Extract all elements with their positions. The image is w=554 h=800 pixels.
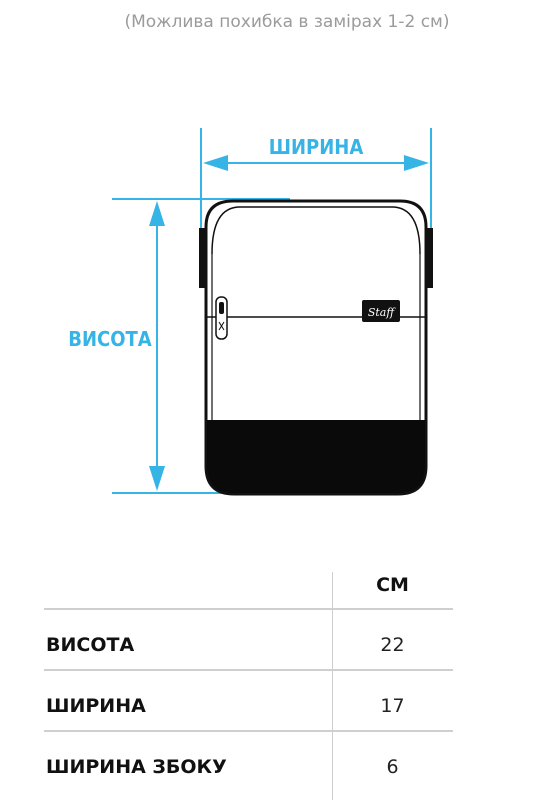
height-arrow-bottom [149,466,165,491]
row-label: ШИРИНА [46,695,146,717]
zipper-pull-icon [215,296,228,340]
width-dimension: ШИРИНА [200,128,432,250]
table-row-width: ШИРИНА 17 [44,671,453,732]
brand-logo-text: Staff [368,306,397,319]
width-label: ШИРИНА [269,135,364,159]
row-label: ШИРИНА ЗБОКУ [46,756,227,778]
size-table: СМ ВИСОТА 22 ШИРИНА 17 ШИРИНА ЗБОКУ 6 [44,572,453,791]
row-value: 22 [380,634,405,656]
unit-header: СМ [376,574,409,596]
bag-bottom-panel [207,420,425,493]
height-arrow-top [149,201,165,226]
table-row-height: ВИСОТА 22 [44,610,453,671]
bag-illustration: Staff [199,199,433,496]
width-arrow-left [203,155,228,171]
measurement-note: (Можлива похибка в замірах 1-2 см) [124,12,450,32]
table-column-divider [332,572,333,800]
row-label: ВИСОТА [46,634,135,656]
strap-left [199,228,207,288]
width-arrow-right [404,155,429,171]
height-dimension: ВИСОТА [68,198,290,494]
row-value: 6 [386,756,399,778]
table-header: СМ [44,572,453,610]
bag-dimensions-diagram: ШИРИНА ВИСОТА Staff [68,128,433,496]
strap-right [425,228,433,288]
height-label: ВИСОТА [68,327,152,351]
brand-logo-tag: Staff [362,300,400,322]
row-value: 17 [380,695,405,717]
table-row-side-width: ШИРИНА ЗБОКУ 6 [44,732,453,791]
